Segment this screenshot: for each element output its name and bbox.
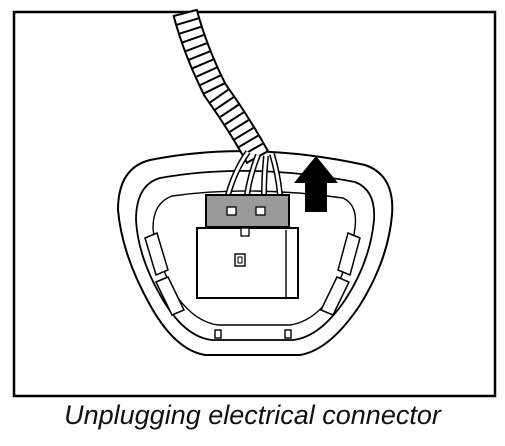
up-arrow-icon xyxy=(294,156,338,212)
right-clip-lower xyxy=(319,276,351,316)
right-clip-upper xyxy=(337,231,361,277)
connector-pin-left xyxy=(226,206,237,216)
wire-harness-icon xyxy=(172,8,283,196)
left-clip-lower xyxy=(154,276,186,316)
connector-body xyxy=(196,227,299,299)
connector-pin-right xyxy=(255,206,266,216)
housing-outer xyxy=(116,150,394,356)
connector-top xyxy=(205,194,290,228)
connector-latch-slot xyxy=(240,227,250,237)
connector-latch xyxy=(234,253,246,267)
left-clip-upper xyxy=(144,231,169,277)
caption: Unplugging electrical connector xyxy=(64,400,441,430)
bottom-tab-left xyxy=(214,329,222,339)
bottom-tab-right xyxy=(284,329,292,339)
